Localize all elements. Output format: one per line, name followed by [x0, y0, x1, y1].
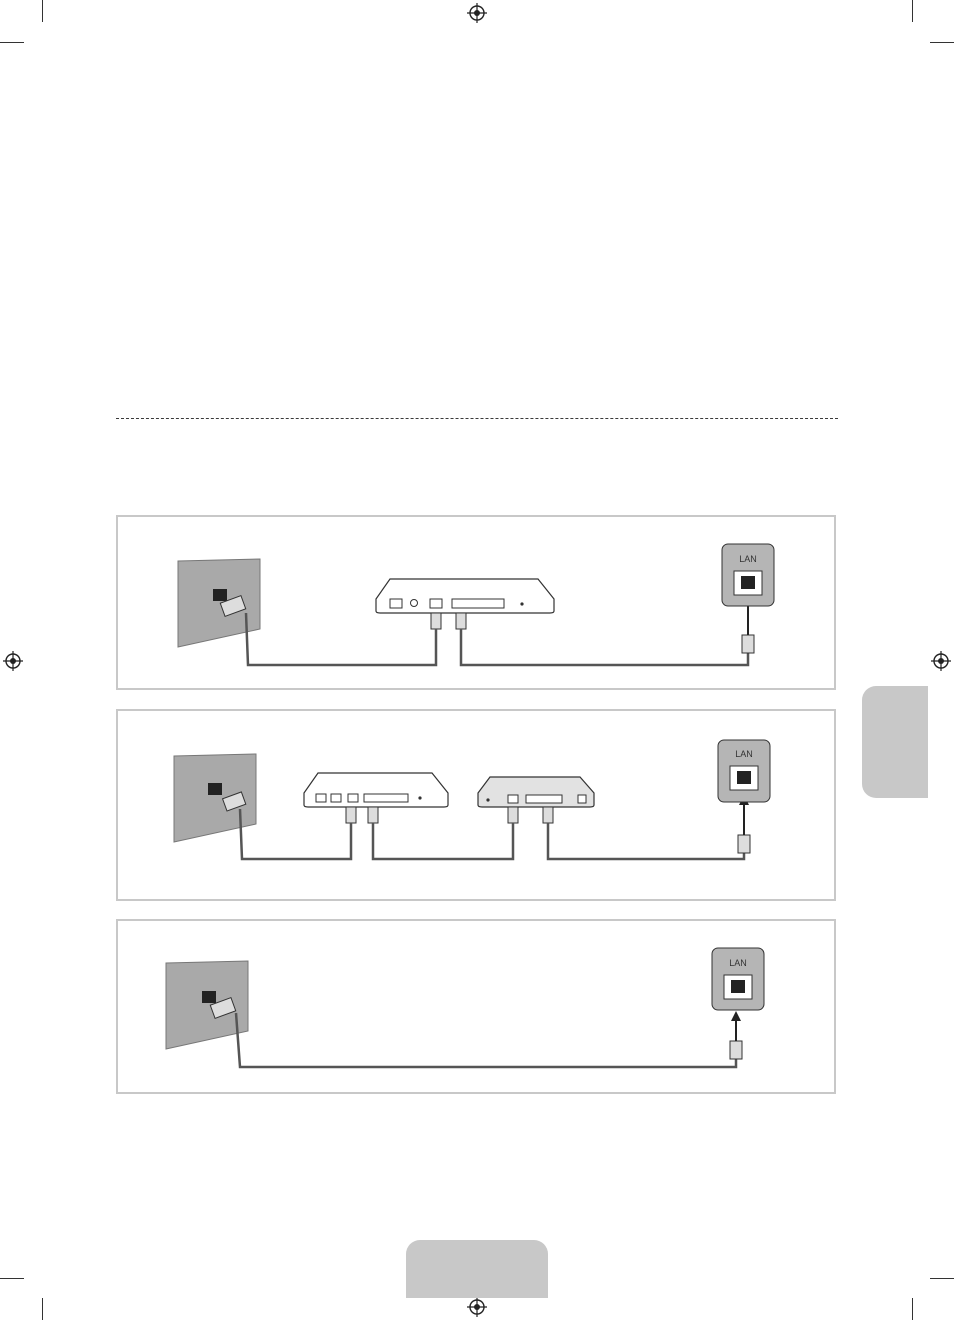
page-number-tab [406, 1240, 548, 1298]
crop-mark [930, 1278, 954, 1279]
chapter-side-tab [862, 686, 928, 798]
section-divider [116, 418, 838, 419]
wall-jack-icon [208, 783, 222, 795]
diagram-panel-router: LAN [116, 515, 836, 690]
connection-diagram: LAN [118, 921, 834, 1092]
tv-plug-icon [742, 635, 754, 653]
modem-plug-icon [368, 807, 378, 823]
cable-line [548, 823, 744, 859]
cable-line [246, 613, 436, 665]
registration-mark-icon [931, 651, 951, 671]
router-plug-icon [543, 807, 553, 823]
crop-mark [0, 1278, 24, 1279]
cable-line [236, 1013, 736, 1067]
registration-mark-icon [467, 3, 487, 23]
lan-label: LAN [735, 749, 753, 759]
connection-diagram: LAN [118, 711, 834, 899]
registration-mark-icon [467, 1297, 487, 1317]
cable-line [240, 809, 351, 859]
lan-label: LAN [729, 958, 747, 968]
crop-mark [42, 0, 43, 22]
crop-mark [0, 42, 24, 43]
crop-mark [930, 42, 954, 43]
diagram-panel-modem-router: LAN [116, 709, 836, 901]
router-plug-icon [456, 613, 466, 629]
tv-plug-icon [730, 1041, 742, 1059]
connection-diagram: LAN [118, 517, 834, 688]
router-plug-icon [508, 807, 518, 823]
crop-mark [42, 1298, 43, 1320]
cable-line [461, 629, 748, 665]
crop-mark [912, 0, 913, 22]
cable-line [373, 823, 513, 859]
registration-mark-icon [3, 651, 23, 671]
lan-label: LAN [739, 554, 757, 564]
crop-mark [912, 1298, 913, 1320]
router-plug-icon [431, 613, 441, 629]
modem-plug-icon [346, 807, 356, 823]
tv-plug-icon [738, 835, 750, 853]
wall-jack-icon [202, 991, 216, 1003]
wall-jack-icon [213, 589, 227, 601]
diagram-panel-direct: LAN [116, 919, 836, 1094]
wall-outlet-panel [166, 961, 248, 1049]
